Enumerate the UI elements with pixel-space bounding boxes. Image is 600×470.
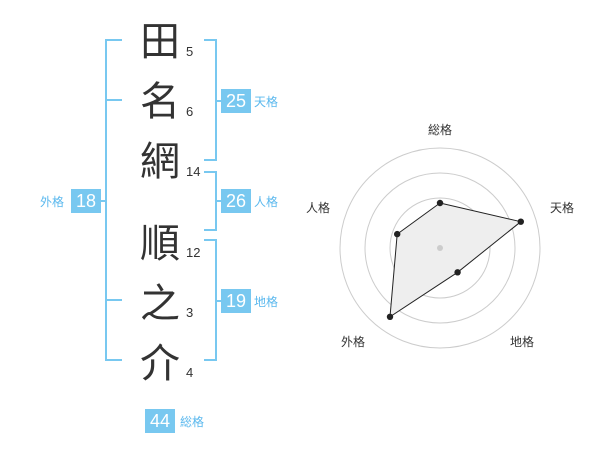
radar-axis-label-jinkaku: 人格 <box>306 201 331 215</box>
stroke-count-5: 3 <box>186 305 194 320</box>
radar-axis-label-gaikaku: 外格 <box>341 335 366 349</box>
radar-ring-4 <box>339 147 541 349</box>
name-char-4: 順 <box>140 221 180 267</box>
gaikaku-label: 外格 <box>40 195 65 209</box>
name-char-5: 之 <box>140 281 180 327</box>
jinkaku-label: 人格 <box>254 195 279 209</box>
radar-axis-label-tenkaku: 天格 <box>550 201 575 215</box>
name-char-1: 田 <box>140 19 180 65</box>
tenkaku-badge: 25 <box>221 89 251 113</box>
soukaku-badge: 44 <box>145 409 175 433</box>
soukaku-label: 総格 <box>180 415 205 429</box>
stroke-count-2: 6 <box>186 104 194 119</box>
radar-point-1 <box>436 199 444 207</box>
radar-ring-3 <box>364 172 516 324</box>
tenkaku-label: 天格 <box>254 95 279 109</box>
jinkaku-badge: 26 <box>221 189 251 213</box>
stroke-count-1: 5 <box>186 44 194 59</box>
radar-point-4 <box>386 313 394 320</box>
stroke-count-3: 14 <box>186 164 201 179</box>
radar-axis-label-soukaku: 総格 <box>428 123 453 137</box>
stroke-count-4: 12 <box>186 245 201 260</box>
stroke-count-6: 4 <box>186 365 194 380</box>
name-char-2: 名 <box>140 79 180 125</box>
name-char-3: 網 <box>140 139 180 185</box>
radar-ring-2 <box>389 197 491 299</box>
chikaku-badge: 19 <box>221 289 251 313</box>
radar-axis-label-chikaku: 地格 <box>510 335 535 349</box>
radar-center-dot <box>437 245 443 251</box>
radar-point-3 <box>454 269 461 276</box>
radar-polygon <box>389 202 522 318</box>
radar-point-2 <box>517 218 524 225</box>
radar-point-5 <box>394 230 401 238</box>
name-char-6: 介 <box>140 341 180 387</box>
gaikaku-badge: 18 <box>71 189 101 213</box>
chikaku-label: 地格 <box>254 295 279 309</box>
